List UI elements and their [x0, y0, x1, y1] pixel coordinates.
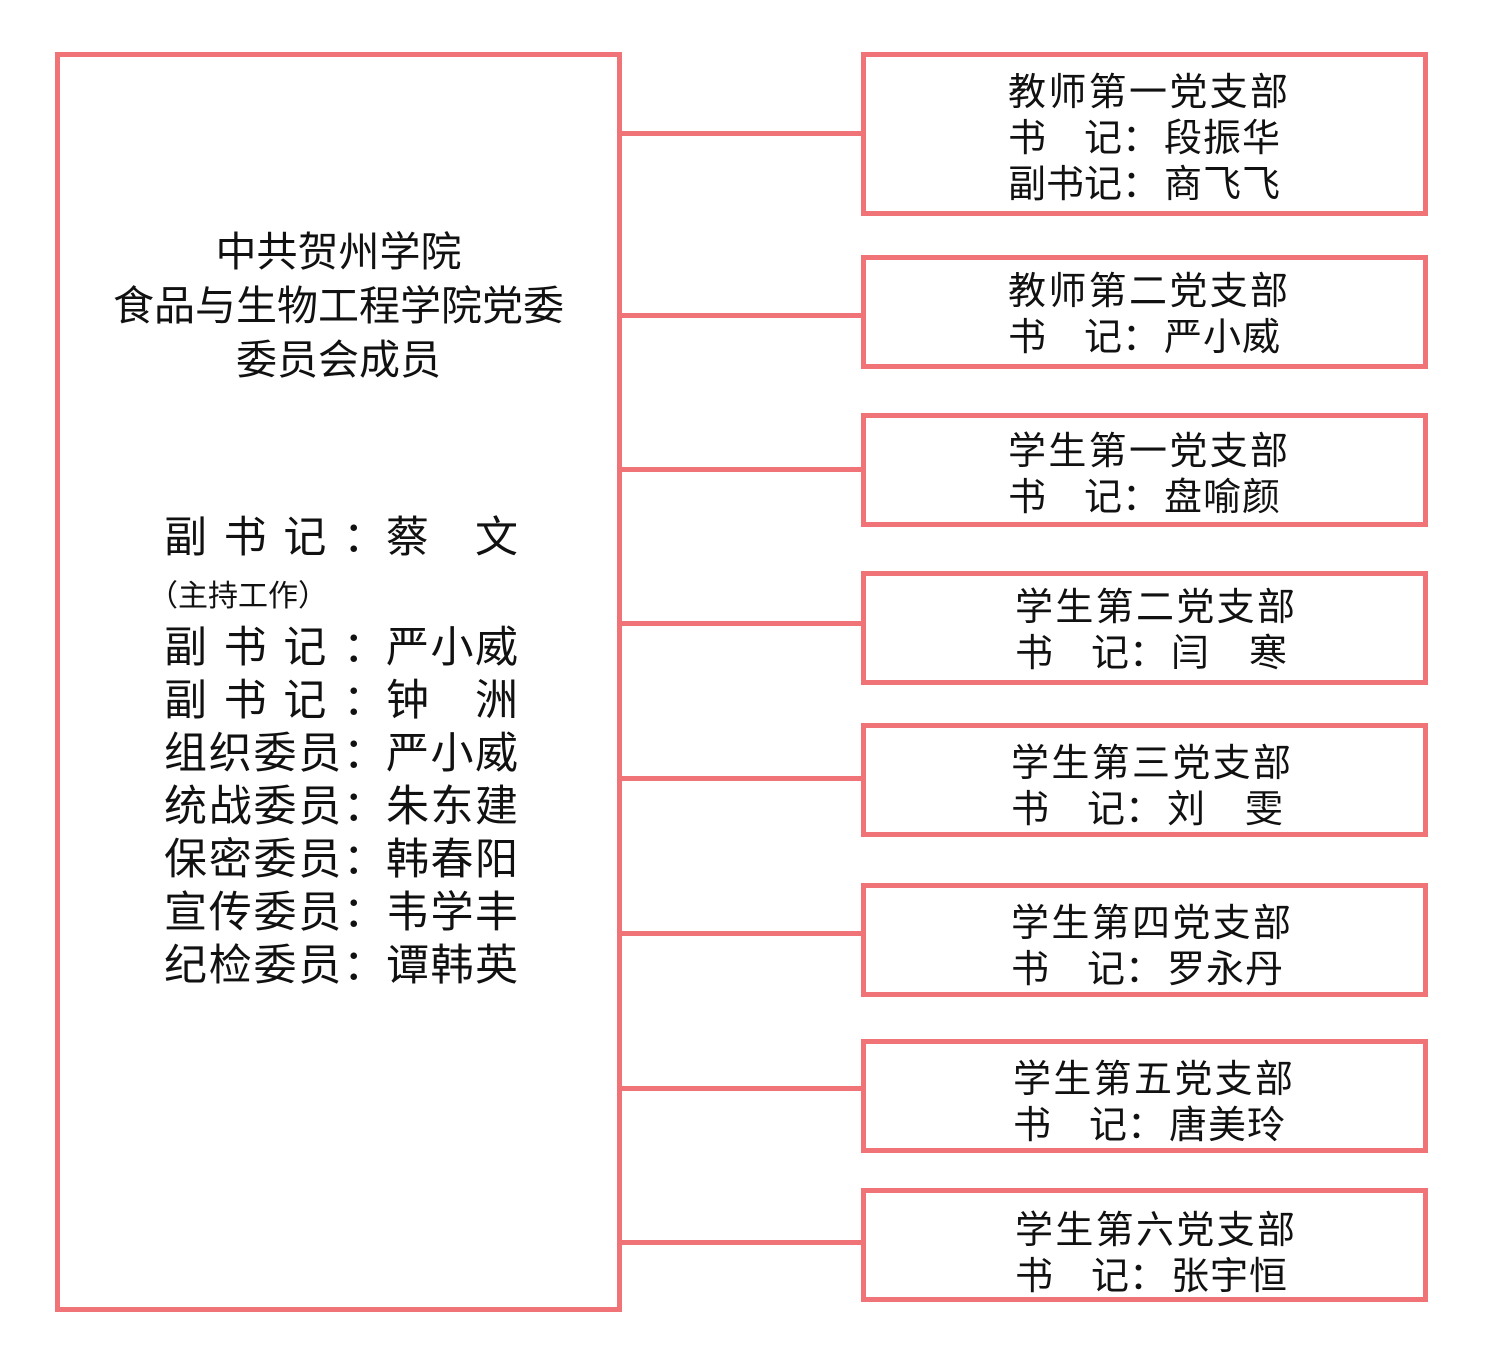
branch-name: 教师第一党支部: [1008, 70, 1288, 114]
committee-title-line: 委员会成员: [236, 336, 441, 384]
branch-name: 学生第四党支部: [1011, 901, 1291, 945]
branch-box: 学生第三党支部 书 记：刘 雯: [861, 723, 1428, 837]
committee-member: 副书记：严小威: [164, 622, 518, 674]
committee-member: 宣传委员：韦学丰: [164, 887, 518, 939]
branch-role: 书 记：: [1015, 1254, 1168, 1298]
committee-member: 统战委员：朱东建: [164, 781, 518, 833]
branch-content: 学生第六党支部 书 记：张宇恒: [1015, 1207, 1295, 1299]
branch-officer: 书 记：闫 寒: [1015, 630, 1295, 676]
member-name: 严小威: [386, 623, 518, 673]
branch-role: 书 记：: [1013, 1103, 1166, 1147]
branch-role: 书 记：: [1008, 475, 1161, 519]
branch-content: 学生第三党支部 书 记：刘 雯: [1011, 740, 1291, 832]
branch-officer: 副书记：商飞飞: [1008, 161, 1288, 207]
branch-name: 学生第五党支部: [1013, 1057, 1293, 1101]
member-role: 副书记：: [164, 676, 386, 726]
branch-content: 教师第一党支部 书 记：段振华 副书记：商飞飞: [1008, 69, 1288, 207]
branch-box: 学生第一党支部 书 记：盘喻颜: [861, 413, 1428, 527]
branch-role: 副书记：: [1008, 162, 1161, 206]
branch-box: 学生第四党支部 书 记：罗永丹: [861, 883, 1428, 997]
branch-name: 学生第三党支部: [1011, 741, 1291, 785]
connector-line: [622, 621, 862, 626]
branch-role: 书 记：: [1011, 787, 1164, 831]
member-role: 统战委员：: [164, 782, 386, 832]
member-role: 副书记：: [164, 623, 386, 673]
connector-line: [622, 1086, 862, 1091]
member-name: 韦学丰: [386, 888, 518, 938]
branch-box: 学生第六党支部 书 记：张宇恒: [861, 1188, 1428, 1302]
branch-name: 学生第六党支部: [1015, 1208, 1295, 1252]
member-role: 副书记：: [164, 513, 386, 563]
member-name: 韩春阳: [386, 835, 518, 885]
branch-person: 段振华: [1164, 116, 1280, 160]
branch-content: 学生第一党支部 书 记：盘喻颜: [1008, 428, 1288, 520]
committee-member: 副书记：蔡 文: [164, 512, 518, 564]
branch-role: 书 记：: [1008, 315, 1161, 359]
member-name: 蔡 文: [386, 513, 518, 563]
committee-member: 纪检委员：谭韩英: [164, 940, 518, 992]
branch-officer: 书 记：段振华: [1008, 115, 1288, 161]
member-name: 谭韩英: [386, 941, 518, 991]
branch-person: 张宇恒: [1171, 1254, 1287, 1298]
branch-role: 书 记：: [1008, 116, 1161, 160]
branch-box: 学生第五党支部 书 记：唐美玲: [861, 1039, 1428, 1153]
branch-role: 书 记：: [1015, 631, 1168, 675]
committee-box: 中共贺州学院 食品与生物工程学院党委 委员会成员 副书记：蔡 文 副书记：严小威…: [55, 52, 622, 1312]
branch-content: 学生第四党支部 书 记：罗永丹: [1011, 900, 1291, 992]
branch-content: 教师第二党支部 书 记：严小威: [1008, 268, 1288, 360]
branch-officer: 书 记：盘喻颜: [1008, 474, 1288, 520]
branch-person: 刘 雯: [1167, 787, 1283, 831]
branch-officer: 书 记：罗永丹: [1011, 946, 1291, 992]
connector-line: [622, 313, 862, 318]
branch-officer: 书 记：严小威: [1008, 314, 1288, 360]
connector-line: [622, 931, 862, 936]
connector-line: [622, 131, 862, 136]
committee-member: 副书记：钟 洲: [164, 675, 518, 727]
member-name: 严小威: [386, 729, 518, 779]
branch-officer: 书 记：唐美玲: [1013, 1102, 1293, 1148]
connector-line: [622, 1240, 862, 1245]
branch-role: 书 记：: [1011, 947, 1164, 991]
branch-person: 商飞飞: [1164, 162, 1280, 206]
member-note: （主持工作）: [148, 579, 328, 614]
branch-content: 学生第二党支部 书 记：闫 寒: [1015, 584, 1295, 676]
committee-title-line: 食品与生物工程学院党委: [113, 282, 564, 330]
member-name: 钟 洲: [386, 676, 518, 726]
branch-person: 严小威: [1164, 315, 1280, 359]
committee-member: 组织委员：严小威: [164, 728, 518, 780]
branch-name: 学生第一党支部: [1008, 429, 1288, 473]
member-name: 朱东建: [386, 782, 518, 832]
branch-officer: 书 记：张宇恒: [1015, 1253, 1295, 1299]
branch-person: 闫 寒: [1171, 631, 1287, 675]
branch-box: 教师第一党支部 书 记：段振华 副书记：商飞飞: [861, 52, 1428, 216]
branch-person: 唐美玲: [1169, 1103, 1285, 1147]
branch-content: 学生第五党支部 书 记：唐美玲: [1013, 1056, 1293, 1148]
branch-person: 罗永丹: [1167, 947, 1283, 991]
member-role: 保密委员：: [164, 835, 386, 885]
member-role: 组织委员：: [164, 729, 386, 779]
connector-line: [622, 467, 862, 472]
committee-title: 中共贺州学院 食品与生物工程学院党委 委员会成员: [60, 225, 617, 387]
branch-box: 学生第二党支部 书 记：闫 寒: [861, 571, 1428, 685]
member-role: 纪检委员：: [164, 941, 386, 991]
branch-person: 盘喻颜: [1164, 475, 1280, 519]
member-role: 宣传委员：: [164, 888, 386, 938]
connector-line: [622, 776, 862, 781]
committee-title-line: 中共贺州学院: [215, 228, 462, 276]
branch-name: 教师第二党支部: [1008, 269, 1288, 313]
branch-box: 教师第二党支部 书 记：严小威: [861, 255, 1428, 369]
committee-member: 保密委员：韩春阳: [164, 834, 518, 886]
branch-name: 学生第二党支部: [1015, 585, 1295, 629]
branch-officer: 书 记：刘 雯: [1011, 786, 1291, 832]
